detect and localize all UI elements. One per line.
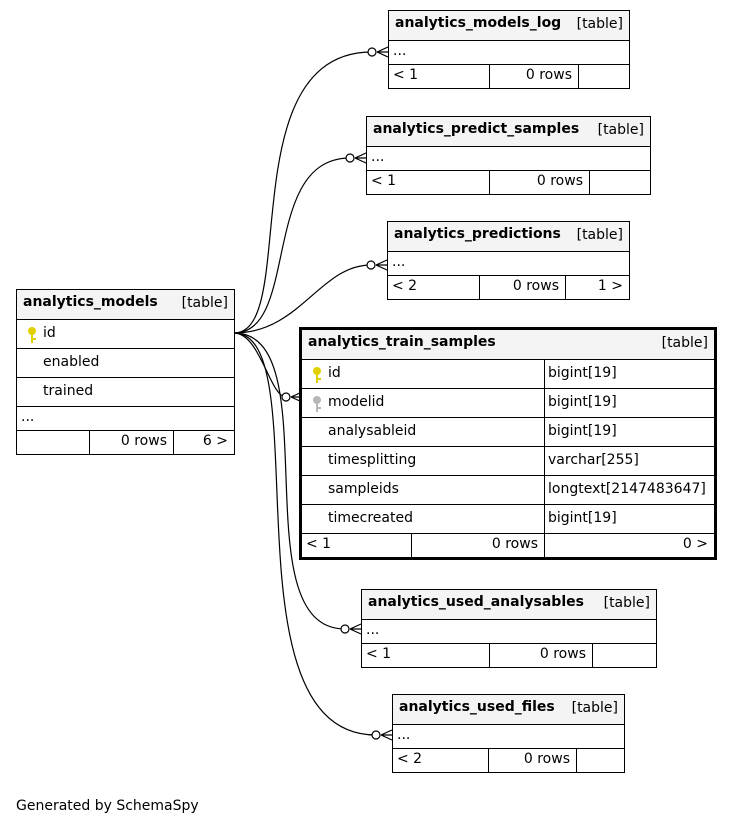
column-name: id [328, 365, 341, 381]
table-kind: [table] [571, 700, 618, 716]
table-analytics-predictions[interactable]: analytics_predictions [table] ... < 2 0 r… [387, 221, 630, 300]
row-count: 0 rows [523, 751, 570, 767]
column-name: analysableid [328, 423, 417, 439]
parents-count: < 1 [393, 67, 419, 83]
table-name: analytics_models_log [395, 15, 562, 31]
link-predictions [233, 264, 372, 334]
column-type: bigint[19] [548, 394, 617, 410]
column-type: varchar[255] [548, 452, 639, 468]
parents-count: < 2 [392, 278, 418, 294]
column-type: bigint[19] [548, 423, 617, 439]
table-kind: [table] [597, 122, 644, 138]
table-analytics-used-analysables[interactable]: analytics_used_analysables [table] ... < … [361, 589, 657, 668]
parents-count: < 1 [371, 173, 397, 189]
primary-key-icon [28, 327, 36, 343]
table-kind: [table] [603, 595, 650, 611]
parents-count: < 1 [366, 646, 392, 662]
column-type: longtext[2147483647] [548, 481, 706, 497]
row-count: 0 rows [525, 67, 572, 83]
table-analytics-models[interactable]: analytics_models [table] id enabled train… [16, 289, 235, 455]
children-count: 0 > [682, 536, 708, 552]
table-analytics-train-samples[interactable]: analytics_train_samples [table] id bigint… [299, 327, 717, 560]
more-columns: ... [393, 43, 407, 59]
more-columns: ... [392, 254, 406, 270]
column-type: bigint[19] [548, 365, 617, 381]
parents-count: < 1 [306, 536, 332, 552]
table-name: analytics_predictions [394, 226, 561, 242]
row-count: 0 rows [512, 278, 559, 294]
foreign-key-icon [313, 396, 321, 412]
children-count: 1 > [597, 278, 623, 294]
table-kind: [table] [181, 295, 228, 311]
table-name: analytics_predict_samples [373, 121, 580, 137]
table-name: analytics_used_analysables [368, 594, 584, 610]
link-train-samples [233, 332, 287, 398]
row-count: 0 rows [491, 536, 538, 552]
column-name: id [43, 325, 56, 341]
children-count: 6 > [202, 433, 228, 449]
column-name: trained [43, 383, 94, 399]
table-name: analytics_used_files [399, 699, 555, 715]
primary-key-icon [313, 367, 321, 383]
link-predict-samples [233, 157, 351, 334]
row-count: 0 rows [120, 433, 167, 449]
column-name: sampleids [328, 481, 399, 497]
more-columns: ... [366, 622, 380, 638]
table-kind: [table] [576, 227, 623, 243]
table-name: analytics_models [23, 294, 158, 310]
column-name: timecreated [328, 510, 413, 526]
table-kind: [table] [661, 335, 708, 351]
generated-by-footer: Generated by SchemaSpy [16, 798, 199, 814]
column-type: bigint[19] [548, 510, 617, 526]
row-count: 0 rows [539, 646, 586, 662]
more-columns: ... [397, 727, 411, 743]
table-analytics-predict-samples[interactable]: analytics_predict_samples [table] ... < 1… [366, 116, 651, 195]
table-kind: [table] [576, 16, 623, 32]
table-analytics-models-log[interactable]: analytics_models_log [table] ... < 1 0 ro… [388, 10, 630, 89]
table-name: analytics_train_samples [308, 334, 496, 350]
parents-count: < 2 [397, 751, 423, 767]
more-columns: ... [21, 409, 35, 425]
row-count: 0 rows [536, 173, 583, 189]
column-name: modelid [328, 394, 385, 410]
column-name: timesplitting [328, 452, 417, 468]
table-analytics-used-files[interactable]: analytics_used_files [table] ... < 2 0 ro… [392, 694, 625, 773]
link-models-log [233, 51, 373, 334]
column-name: enabled [43, 354, 100, 370]
more-columns: ... [371, 149, 385, 165]
